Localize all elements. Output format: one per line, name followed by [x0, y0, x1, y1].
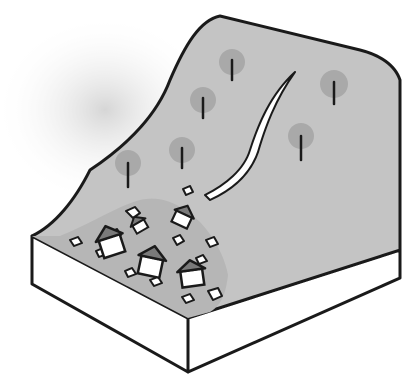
rock: [183, 186, 193, 195]
